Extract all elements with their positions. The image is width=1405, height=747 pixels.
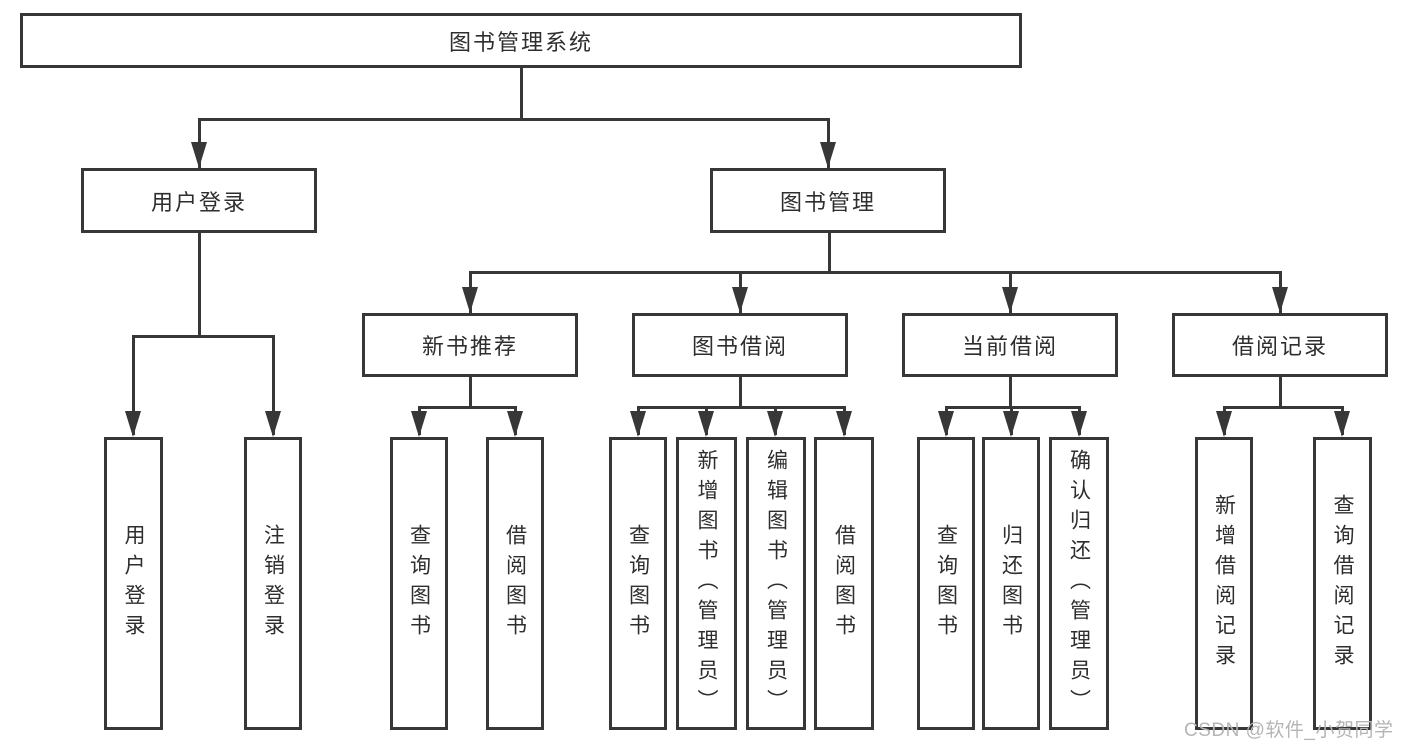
node-leaf-user-login: 用户登录	[104, 437, 163, 730]
connector-vertical	[1278, 377, 1282, 407]
node-book-borrow: 图书借阅	[632, 313, 848, 377]
node-label-root: 图书管理系统	[448, 29, 593, 55]
node-leaf-bb-query: 查询图书	[609, 437, 667, 730]
node-borrow-records: 借阅记录	[1172, 313, 1388, 377]
arrow-down-icon	[507, 411, 523, 437]
arrow-down-icon	[820, 142, 836, 168]
node-label-leaf-br-query: 查询借阅记录	[1331, 493, 1354, 674]
node-label-leaf-cb-query: 查询图书	[934, 523, 958, 644]
connector-vertical	[197, 233, 201, 336]
connector-horizontal	[637, 405, 846, 409]
connector-horizontal	[132, 334, 275, 338]
connector-horizontal	[1223, 405, 1344, 409]
arrow-down-icon	[767, 411, 783, 437]
node-label-leaf-logout: 注销登录	[261, 523, 285, 644]
node-leaf-br-query: 查询借阅记录	[1313, 437, 1372, 730]
connector-horizontal	[469, 270, 1282, 274]
csdn-watermark: CSDN @软件_小贺同学	[1184, 720, 1394, 741]
connector-horizontal	[418, 405, 517, 409]
node-new-book-rec: 新书推荐	[362, 313, 578, 377]
connector-vertical	[1008, 377, 1012, 407]
node-label-leaf-br-add: 新增借阅记录	[1212, 493, 1236, 674]
connector-vertical	[827, 233, 831, 272]
node-leaf-nbr-query: 查询图书	[390, 437, 448, 730]
arrow-down-icon	[938, 411, 954, 437]
node-label-user-login: 用户登录	[150, 189, 247, 215]
connector-horizontal	[945, 405, 1081, 409]
node-leaf-cb-return: 归还图书	[982, 437, 1040, 730]
arrow-down-icon	[1334, 411, 1350, 437]
connector-vertical	[468, 377, 472, 407]
node-current-borrow: 当前借阅	[902, 313, 1118, 377]
connector-horizontal	[198, 117, 830, 121]
arrow-down-icon	[125, 411, 141, 437]
node-label-leaf-cb-return: 归还图书	[999, 523, 1023, 644]
node-leaf-br-add: 新增借阅记录	[1195, 437, 1253, 730]
arrow-down-icon	[191, 142, 207, 168]
arrow-down-icon	[265, 411, 281, 437]
node-leaf-bb-edit: 编辑图书（管理员）	[746, 437, 806, 730]
node-label-leaf-bb-add: 新增图书（管理员）	[695, 448, 718, 719]
arrow-down-icon	[630, 411, 646, 437]
node-label-new-book-rec: 新书推荐	[421, 334, 518, 359]
node-leaf-bb-borrow: 借阅图书	[814, 437, 874, 730]
connector-vertical	[519, 68, 523, 119]
node-label-leaf-cb-confirm: 确认归还（管理员）	[1067, 448, 1091, 719]
node-label-book-borrow: 图书借阅	[691, 334, 788, 359]
node-label-borrow-records: 借阅记录	[1231, 334, 1328, 359]
arrow-down-icon	[1272, 287, 1288, 313]
node-label-leaf-bb-borrow: 借阅图书	[832, 523, 856, 644]
arrow-down-icon	[1071, 411, 1087, 437]
arrow-down-icon	[1003, 411, 1019, 437]
node-leaf-logout: 注销登录	[244, 437, 302, 730]
node-leaf-cb-confirm: 确认归还（管理员）	[1049, 437, 1109, 730]
connector-vertical	[271, 336, 275, 435]
node-label-leaf-bb-edit: 编辑图书（管理员）	[764, 448, 788, 719]
arrow-down-icon	[698, 411, 714, 437]
connector-vertical	[738, 377, 742, 407]
arrow-down-icon	[411, 411, 427, 437]
arrow-down-icon	[1216, 411, 1232, 437]
node-leaf-nbr-borrow: 借阅图书	[486, 437, 544, 730]
node-label-current-borrow: 当前借阅	[961, 334, 1058, 359]
arrow-down-icon	[732, 287, 748, 313]
arrow-down-icon	[836, 411, 852, 437]
node-label-leaf-nbr-borrow: 借阅图书	[503, 523, 527, 644]
node-root: 图书管理系统	[20, 13, 1022, 68]
arrow-down-icon	[1002, 287, 1018, 313]
node-book-mgmt: 图书管理	[710, 168, 946, 233]
node-label-book-mgmt: 图书管理	[779, 189, 876, 215]
arrow-down-icon	[462, 287, 478, 313]
node-label-leaf-user-login: 用户登录	[122, 523, 145, 644]
node-label-leaf-nbr-query: 查询图书	[407, 523, 431, 644]
node-leaf-bb-add: 新增图书（管理员）	[676, 437, 737, 730]
node-leaf-cb-query: 查询图书	[917, 437, 975, 730]
node-user-login: 用户登录	[81, 168, 317, 233]
node-label-leaf-bb-query: 查询图书	[626, 523, 650, 644]
connector-vertical	[131, 336, 135, 435]
